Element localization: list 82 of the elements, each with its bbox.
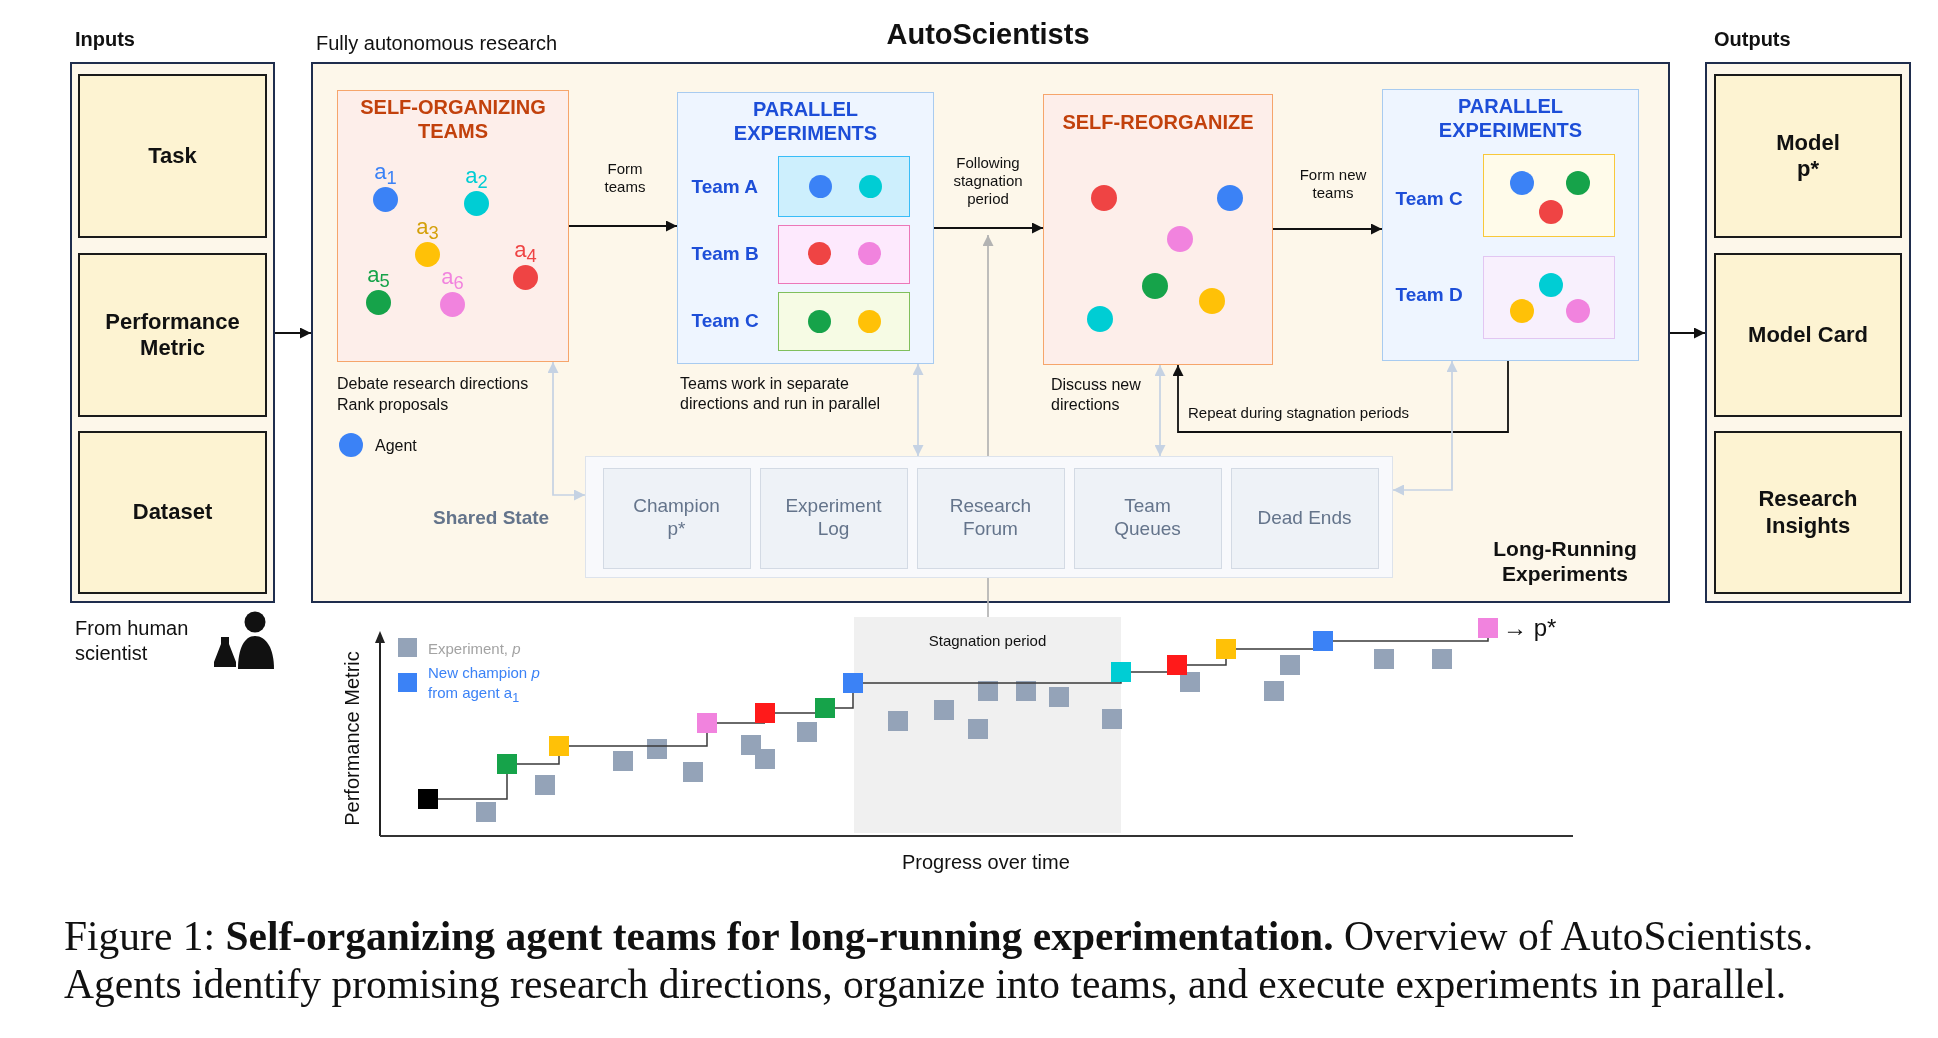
stage-heading: PARALLEL EXPERIMENTS xyxy=(732,97,879,145)
note-text: Debate research directions xyxy=(337,374,530,394)
legend-label: Agent xyxy=(375,436,417,456)
arrow xyxy=(1272,223,1383,235)
team-label: Team C xyxy=(691,309,760,333)
arrow xyxy=(274,327,312,339)
agent-dot-icon xyxy=(1566,171,1590,195)
input-card xyxy=(78,253,267,417)
state-card xyxy=(1073,467,1222,569)
section-heading: Fully autonomous research xyxy=(316,31,559,55)
agent-dot-icon xyxy=(1510,299,1534,323)
arrow xyxy=(568,220,678,232)
agent-dot-icon xyxy=(1090,184,1117,211)
team-label: Team D xyxy=(1395,283,1464,307)
agent-dot-icon xyxy=(808,174,832,198)
agent-dot-icon xyxy=(1166,225,1193,252)
agent-label: a$_{6}$ xyxy=(440,264,465,293)
card-label: Task xyxy=(148,142,197,170)
input-card xyxy=(78,74,267,238)
agent-dot-icon xyxy=(807,241,831,265)
team-label: Team A xyxy=(691,175,760,199)
agent-dot-icon xyxy=(858,174,882,198)
card-label: Performance Metric xyxy=(104,308,241,362)
arrow xyxy=(1154,364,1166,457)
figure-caption: Figure 1: Self-organizing agent teams for long-running experimentation. Overview of AutoScientists. Agents identify promising research directions, organize into teams, and execute experiments in parallel. xyxy=(64,912,1815,1008)
arrow xyxy=(982,234,994,618)
note-text: Rank proposals xyxy=(337,395,450,415)
agent-dot-icon xyxy=(1510,171,1534,195)
output-card xyxy=(1714,431,1902,594)
agent-dot-icon xyxy=(807,309,831,333)
agent-label: a$_{1}$ xyxy=(373,159,398,188)
state-card xyxy=(1230,467,1379,569)
agent-label: a$_{4}$ xyxy=(513,237,538,266)
agent-dot-icon xyxy=(857,241,881,265)
stage-heading: SELF-REORGANIZE xyxy=(1061,110,1255,134)
card-label: Team Queues xyxy=(1113,495,1182,541)
agent-dot-icon xyxy=(1539,200,1563,224)
team-label: Team B xyxy=(691,242,760,266)
card-label: Experiment Log xyxy=(784,495,883,541)
note-text: Teams work in separate directions and run in parallel xyxy=(680,374,882,414)
agent-label: a$_{2}$ xyxy=(464,163,489,192)
agent-dot-icon xyxy=(857,309,881,333)
agent-dot-icon xyxy=(1216,184,1243,211)
card-label: Dead Ends xyxy=(1257,506,1352,530)
agent-dot-icon xyxy=(1198,287,1225,314)
arrow xyxy=(1669,327,1706,339)
output-card xyxy=(1714,253,1902,417)
agent-label: a$_{3}$ xyxy=(415,214,440,243)
state-card xyxy=(916,467,1065,569)
agent-dot-icon xyxy=(1566,299,1590,323)
arrow xyxy=(912,363,924,457)
agent-dot-icon xyxy=(1141,272,1168,299)
panel-heading: Outputs xyxy=(1714,27,1792,51)
state-card xyxy=(602,467,751,569)
output-card xyxy=(1714,74,1902,238)
axis-label: Performance Metric xyxy=(340,650,364,826)
state-card xyxy=(759,467,908,569)
note-text: From human scientist xyxy=(75,616,190,666)
agent-label: a$_{5}$ xyxy=(366,262,391,291)
stage-heading: PARALLEL EXPERIMENTS xyxy=(1437,94,1584,142)
axis-label: Progress over time xyxy=(902,850,1070,874)
note-text: Discuss new directions xyxy=(1051,375,1142,415)
card-label: Model Card xyxy=(1748,321,1868,349)
agent-dot-icon xyxy=(1539,273,1563,297)
card-label: Model p* xyxy=(1775,129,1841,183)
arrow xyxy=(933,222,1044,234)
card-label: Research Forum xyxy=(948,495,1033,541)
edge-label: Repeat during stagnation periods xyxy=(1188,404,1409,422)
arrow xyxy=(1392,360,1458,496)
input-card xyxy=(78,431,267,594)
card-label: Champion p* xyxy=(632,495,721,541)
section-label: Long-Running Experiments xyxy=(1492,536,1638,587)
stage-heading: SELF-ORGANIZING TEAMS xyxy=(359,95,547,143)
arrow xyxy=(547,361,586,501)
agent-dot-icon xyxy=(1086,305,1113,332)
panel-heading: Inputs xyxy=(75,27,136,51)
card-label: Research Insights xyxy=(1757,486,1859,539)
arrow xyxy=(1172,360,1509,433)
card-label: Dataset xyxy=(132,499,213,526)
team-label: Team C xyxy=(1395,187,1464,211)
panel-heading: Shared State xyxy=(433,507,551,530)
diagram-title: AutoScientists xyxy=(886,18,1090,52)
